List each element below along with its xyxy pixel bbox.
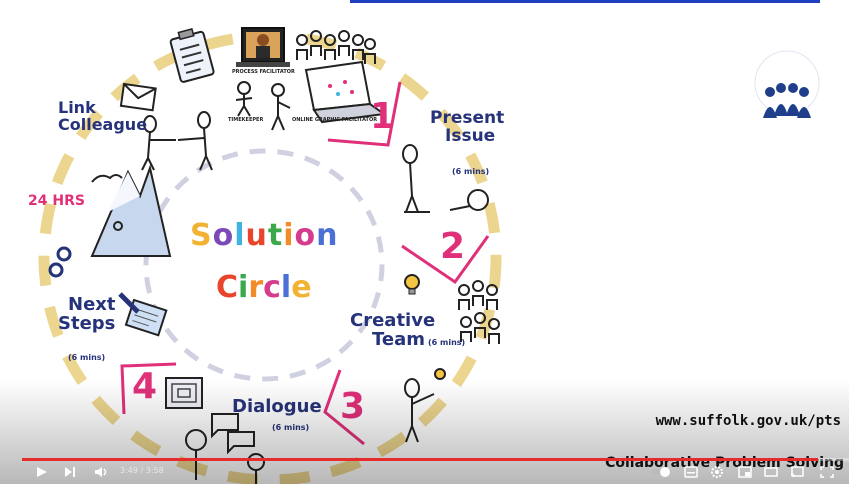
dialogue-figures — [185, 413, 265, 484]
email-envelope-icon — [119, 82, 157, 112]
time-display: 3:49 / 3:58 — [120, 466, 164, 475]
settings-icon — [711, 466, 723, 478]
theater-icon — [764, 467, 778, 477]
subtitles-icon — [684, 466, 698, 478]
time-separator: / — [137, 466, 146, 475]
step4-bracket — [120, 362, 177, 415]
autoplay-icon — [651, 467, 671, 477]
current-time: 3:49 — [120, 466, 138, 475]
progress-fill — [22, 458, 818, 461]
gears-icon — [48, 246, 72, 278]
center-letter: i — [283, 218, 295, 253]
timekeeper-figure — [235, 81, 253, 117]
subtitles-button[interactable] — [684, 464, 698, 480]
creative-duration: (6 mins) — [428, 337, 466, 347]
center-letter: u — [245, 218, 268, 253]
center-letter: C — [216, 270, 239, 305]
timekeeper-caption: TIMEKEEPER — [228, 117, 264, 123]
next-line2: Steps — [58, 312, 116, 334]
next-steps-label: Next Steps — [58, 294, 116, 334]
progress-bar[interactable] — [22, 458, 849, 461]
inner-dashed-ring — [143, 148, 385, 382]
center-letter: l — [234, 218, 246, 253]
settings-button[interactable] — [710, 464, 724, 480]
laptop-video-icon — [236, 27, 290, 67]
center-letter: l — [280, 270, 292, 305]
process-facilitator-caption: PROCESS FACILITATOR — [232, 69, 295, 75]
next-icon — [65, 467, 75, 477]
online-laptop-icon — [304, 60, 387, 124]
creative-line1: Creative — [350, 310, 436, 331]
miniplayer-icon — [738, 466, 752, 478]
center-letter: S — [190, 218, 213, 253]
handshake-figures — [141, 111, 213, 171]
circle-word: Circle — [216, 270, 312, 305]
present-issue-label: Present Issue — [430, 108, 505, 146]
center-letter: o — [294, 218, 317, 253]
theater-button[interactable] — [764, 464, 778, 480]
hours-label: 24 HRS — [28, 193, 85, 209]
autoplay-toggle[interactable] — [650, 464, 672, 480]
center-letter: t — [267, 218, 284, 253]
center-letter: e — [291, 270, 312, 305]
volume-icon — [95, 467, 107, 477]
thinking-figure — [402, 144, 489, 213]
miniplayer-button[interactable] — [738, 464, 752, 480]
link-underline — [350, 0, 820, 3]
audience-group-icon — [296, 30, 376, 64]
center-letter: r — [248, 270, 264, 305]
website-url: www.suffolk.gov.uk/pts — [655, 413, 841, 429]
total-duration: 3:58 — [145, 466, 164, 475]
play-icon — [37, 467, 47, 477]
creative-team-label: Creative Team (6 mins) — [350, 310, 466, 350]
maze-icon — [165, 377, 203, 409]
lightbulb-icon — [404, 274, 420, 295]
idea-figure — [404, 368, 446, 443]
present-duration: (6 mins) — [452, 167, 490, 176]
dialogue-duration: (6 mins) — [272, 423, 310, 432]
next-button[interactable] — [64, 464, 76, 480]
pen-icon — [118, 292, 140, 314]
step-number-3: 3 — [340, 386, 366, 427]
step2-bracket — [401, 235, 490, 285]
present-line2: Issue — [445, 125, 496, 146]
step-number-2: 2 — [440, 226, 466, 267]
pts-logo — [740, 36, 834, 130]
clipboard-icon — [169, 28, 215, 83]
facilitator-figure — [271, 83, 291, 131]
next-duration: (6 mins) — [68, 353, 106, 362]
fullscreen-icon — [820, 466, 834, 478]
step-number-4: 4 — [132, 366, 158, 407]
link-colleague-label: Link Colleague — [58, 98, 148, 134]
center-letter: i — [238, 270, 249, 305]
mountain-icon — [90, 164, 172, 257]
step3-bracket — [323, 369, 365, 446]
team-group-icon — [458, 280, 500, 344]
present-line1: Present — [430, 108, 505, 128]
fullscreen-button[interactable] — [820, 464, 834, 480]
next-line1: Next — [68, 294, 116, 315]
link-label-line2: Colleague — [58, 114, 148, 134]
cast-button[interactable] — [790, 464, 804, 480]
play-button[interactable] — [36, 464, 48, 480]
dialogue-label: Dialogue — [232, 396, 322, 417]
center-letter: o — [212, 218, 235, 253]
center-letter: c — [263, 270, 281, 305]
solution-word: Solution — [190, 218, 339, 253]
center-letter: n — [316, 218, 339, 253]
step-number-1: 1 — [370, 96, 396, 137]
step1-bracket — [327, 81, 402, 147]
cast-icon — [790, 466, 804, 478]
volume-button[interactable] — [94, 464, 108, 480]
link-label-line1: Link — [58, 98, 96, 117]
graphic-facilitator-caption: ONLINE GRAPHIC FACILITATOR — [292, 117, 378, 123]
creative-line2: Team — [372, 328, 425, 350]
